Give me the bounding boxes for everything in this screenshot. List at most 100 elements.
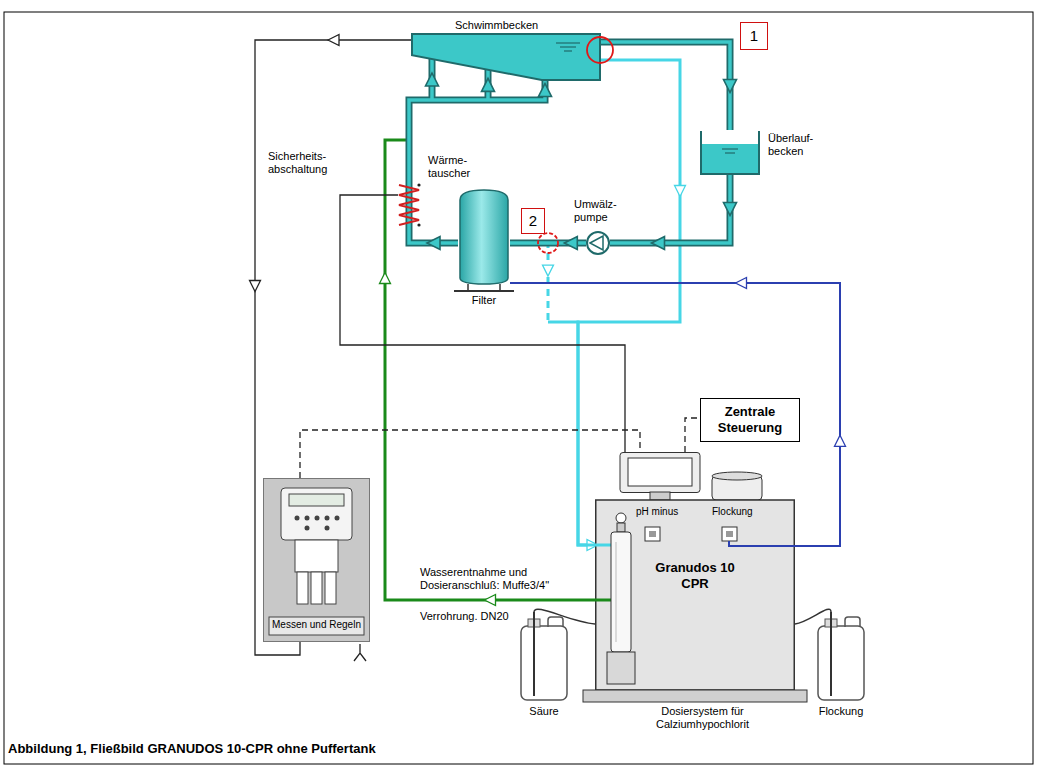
panel-label-holder: pH minus bbox=[636, 506, 678, 518]
arrow-head bbox=[675, 186, 686, 197]
suction-hose bbox=[534, 609, 595, 624]
line-part bbox=[830, 612, 832, 696]
pipe-connector bbox=[409, 230, 458, 250]
node-label: Umwälz- pumpe bbox=[574, 198, 617, 224]
pipe-connector bbox=[300, 430, 640, 478]
arrow-head bbox=[539, 84, 552, 97]
rect-part bbox=[289, 494, 344, 506]
rect-part bbox=[611, 532, 631, 652]
ellipse-part bbox=[712, 472, 762, 480]
pipe-line bbox=[548, 322, 595, 545]
pipe-connector bbox=[510, 237, 586, 250]
rect-part bbox=[645, 527, 660, 541]
circle-part bbox=[335, 516, 340, 521]
overflow-tank: Überlauf- becken bbox=[700, 130, 760, 175]
highlight-circle bbox=[538, 233, 558, 253]
pipe-connector bbox=[380, 59, 596, 606]
rect-part bbox=[325, 572, 336, 604]
rect-part bbox=[297, 572, 308, 604]
highlight-circle bbox=[587, 37, 613, 63]
rect-part bbox=[269, 617, 364, 635]
heat-exchanger: Wärme- tauscher bbox=[398, 180, 420, 230]
node-label: Filter bbox=[454, 294, 514, 307]
measure-control-unit-outline bbox=[263, 478, 370, 642]
rect-part bbox=[264, 479, 370, 642]
callout-number-holder: 2 bbox=[521, 208, 545, 234]
rect-part bbox=[628, 458, 692, 486]
line-part bbox=[499, 284, 501, 290]
line-part bbox=[533, 612, 535, 696]
heat-exchanger-outline bbox=[398, 180, 420, 230]
arrow-head bbox=[564, 237, 577, 250]
acid-canister: Säure bbox=[518, 612, 570, 702]
arrow-head bbox=[652, 237, 665, 250]
central-control-box: Zentrale Steuerung bbox=[700, 398, 800, 442]
flocculant-canister: Flockung bbox=[815, 612, 867, 702]
arrow-head bbox=[328, 35, 339, 46]
line-part bbox=[616, 542, 617, 642]
label-holder: Säure bbox=[498, 705, 590, 718]
circulation-pump: Umwälz- pumpe bbox=[586, 231, 610, 255]
circle-part bbox=[305, 516, 310, 521]
drain-symbol bbox=[354, 644, 366, 661]
overflow-tank-outline bbox=[700, 130, 760, 175]
pipe-line bbox=[300, 430, 640, 478]
circulation-pump-outline bbox=[586, 231, 610, 255]
line-part bbox=[467, 284, 469, 290]
label-holder: Messen und Regeln bbox=[269, 619, 364, 631]
arrow-head bbox=[380, 273, 391, 284]
node-label: Messen und Regeln bbox=[269, 619, 364, 631]
rect-part bbox=[281, 488, 352, 540]
pipe-connector bbox=[610, 175, 737, 250]
panel-label-holder: Flockung bbox=[712, 506, 753, 518]
arrow-head bbox=[485, 595, 496, 606]
label-holder: Filter bbox=[454, 294, 514, 307]
circle-part bbox=[315, 516, 320, 521]
pipe-line bbox=[610, 175, 730, 243]
panel-label: Flockung bbox=[712, 506, 753, 518]
circle-part bbox=[325, 526, 330, 531]
callout-number: 1 bbox=[750, 27, 758, 45]
path-part bbox=[701, 131, 759, 174]
system-caption: Dosiersystem für Calziumhypochlorit bbox=[640, 705, 765, 731]
callout-number-holder: 1 bbox=[740, 22, 768, 50]
label-holder: Umwälz- pumpe bbox=[574, 198, 617, 224]
callout-number: 2 bbox=[529, 212, 537, 230]
pool-basin-outline bbox=[412, 34, 600, 80]
rect-part bbox=[583, 690, 807, 702]
path-part bbox=[399, 185, 419, 225]
pipe-note: Verrohrung. DN20 bbox=[420, 610, 509, 623]
line-part bbox=[595, 544, 611, 547]
granudos-unit: Granudos 10 CPR bbox=[595, 452, 795, 702]
circle-part bbox=[417, 223, 420, 226]
label-holder: Schwimmbecken bbox=[455, 19, 538, 32]
signal-note: Sicherheits- abschaltung bbox=[268, 150, 327, 176]
pipe-line bbox=[255, 40, 412, 655]
rect-part bbox=[295, 540, 338, 572]
rect-part bbox=[818, 626, 864, 700]
pipe-note-holder: Verrohrung. DN20 bbox=[420, 610, 509, 623]
polygon-part bbox=[590, 236, 603, 250]
connection-note-holder: Wasserentnahme und Dosieranschluß: Muffe… bbox=[420, 566, 580, 592]
line-part bbox=[556, 42, 580, 43]
rect-part bbox=[596, 500, 795, 690]
rect-part bbox=[311, 572, 322, 604]
circle-part bbox=[587, 232, 609, 254]
node-label: Flockung bbox=[795, 705, 887, 718]
sand-filter: Filter bbox=[458, 188, 510, 292]
arrow-head bbox=[250, 281, 261, 292]
path-part bbox=[548, 617, 563, 627]
line-part bbox=[722, 148, 738, 149]
rect-part bbox=[702, 144, 758, 173]
acid-canister-outline bbox=[518, 612, 570, 702]
rect-part bbox=[726, 531, 733, 537]
arrow-head bbox=[426, 73, 439, 86]
pipe-line bbox=[600, 42, 730, 130]
pipe-connector bbox=[685, 418, 700, 452]
line-part bbox=[725, 152, 735, 153]
line-part bbox=[564, 50, 572, 51]
rect-part bbox=[617, 523, 625, 532]
